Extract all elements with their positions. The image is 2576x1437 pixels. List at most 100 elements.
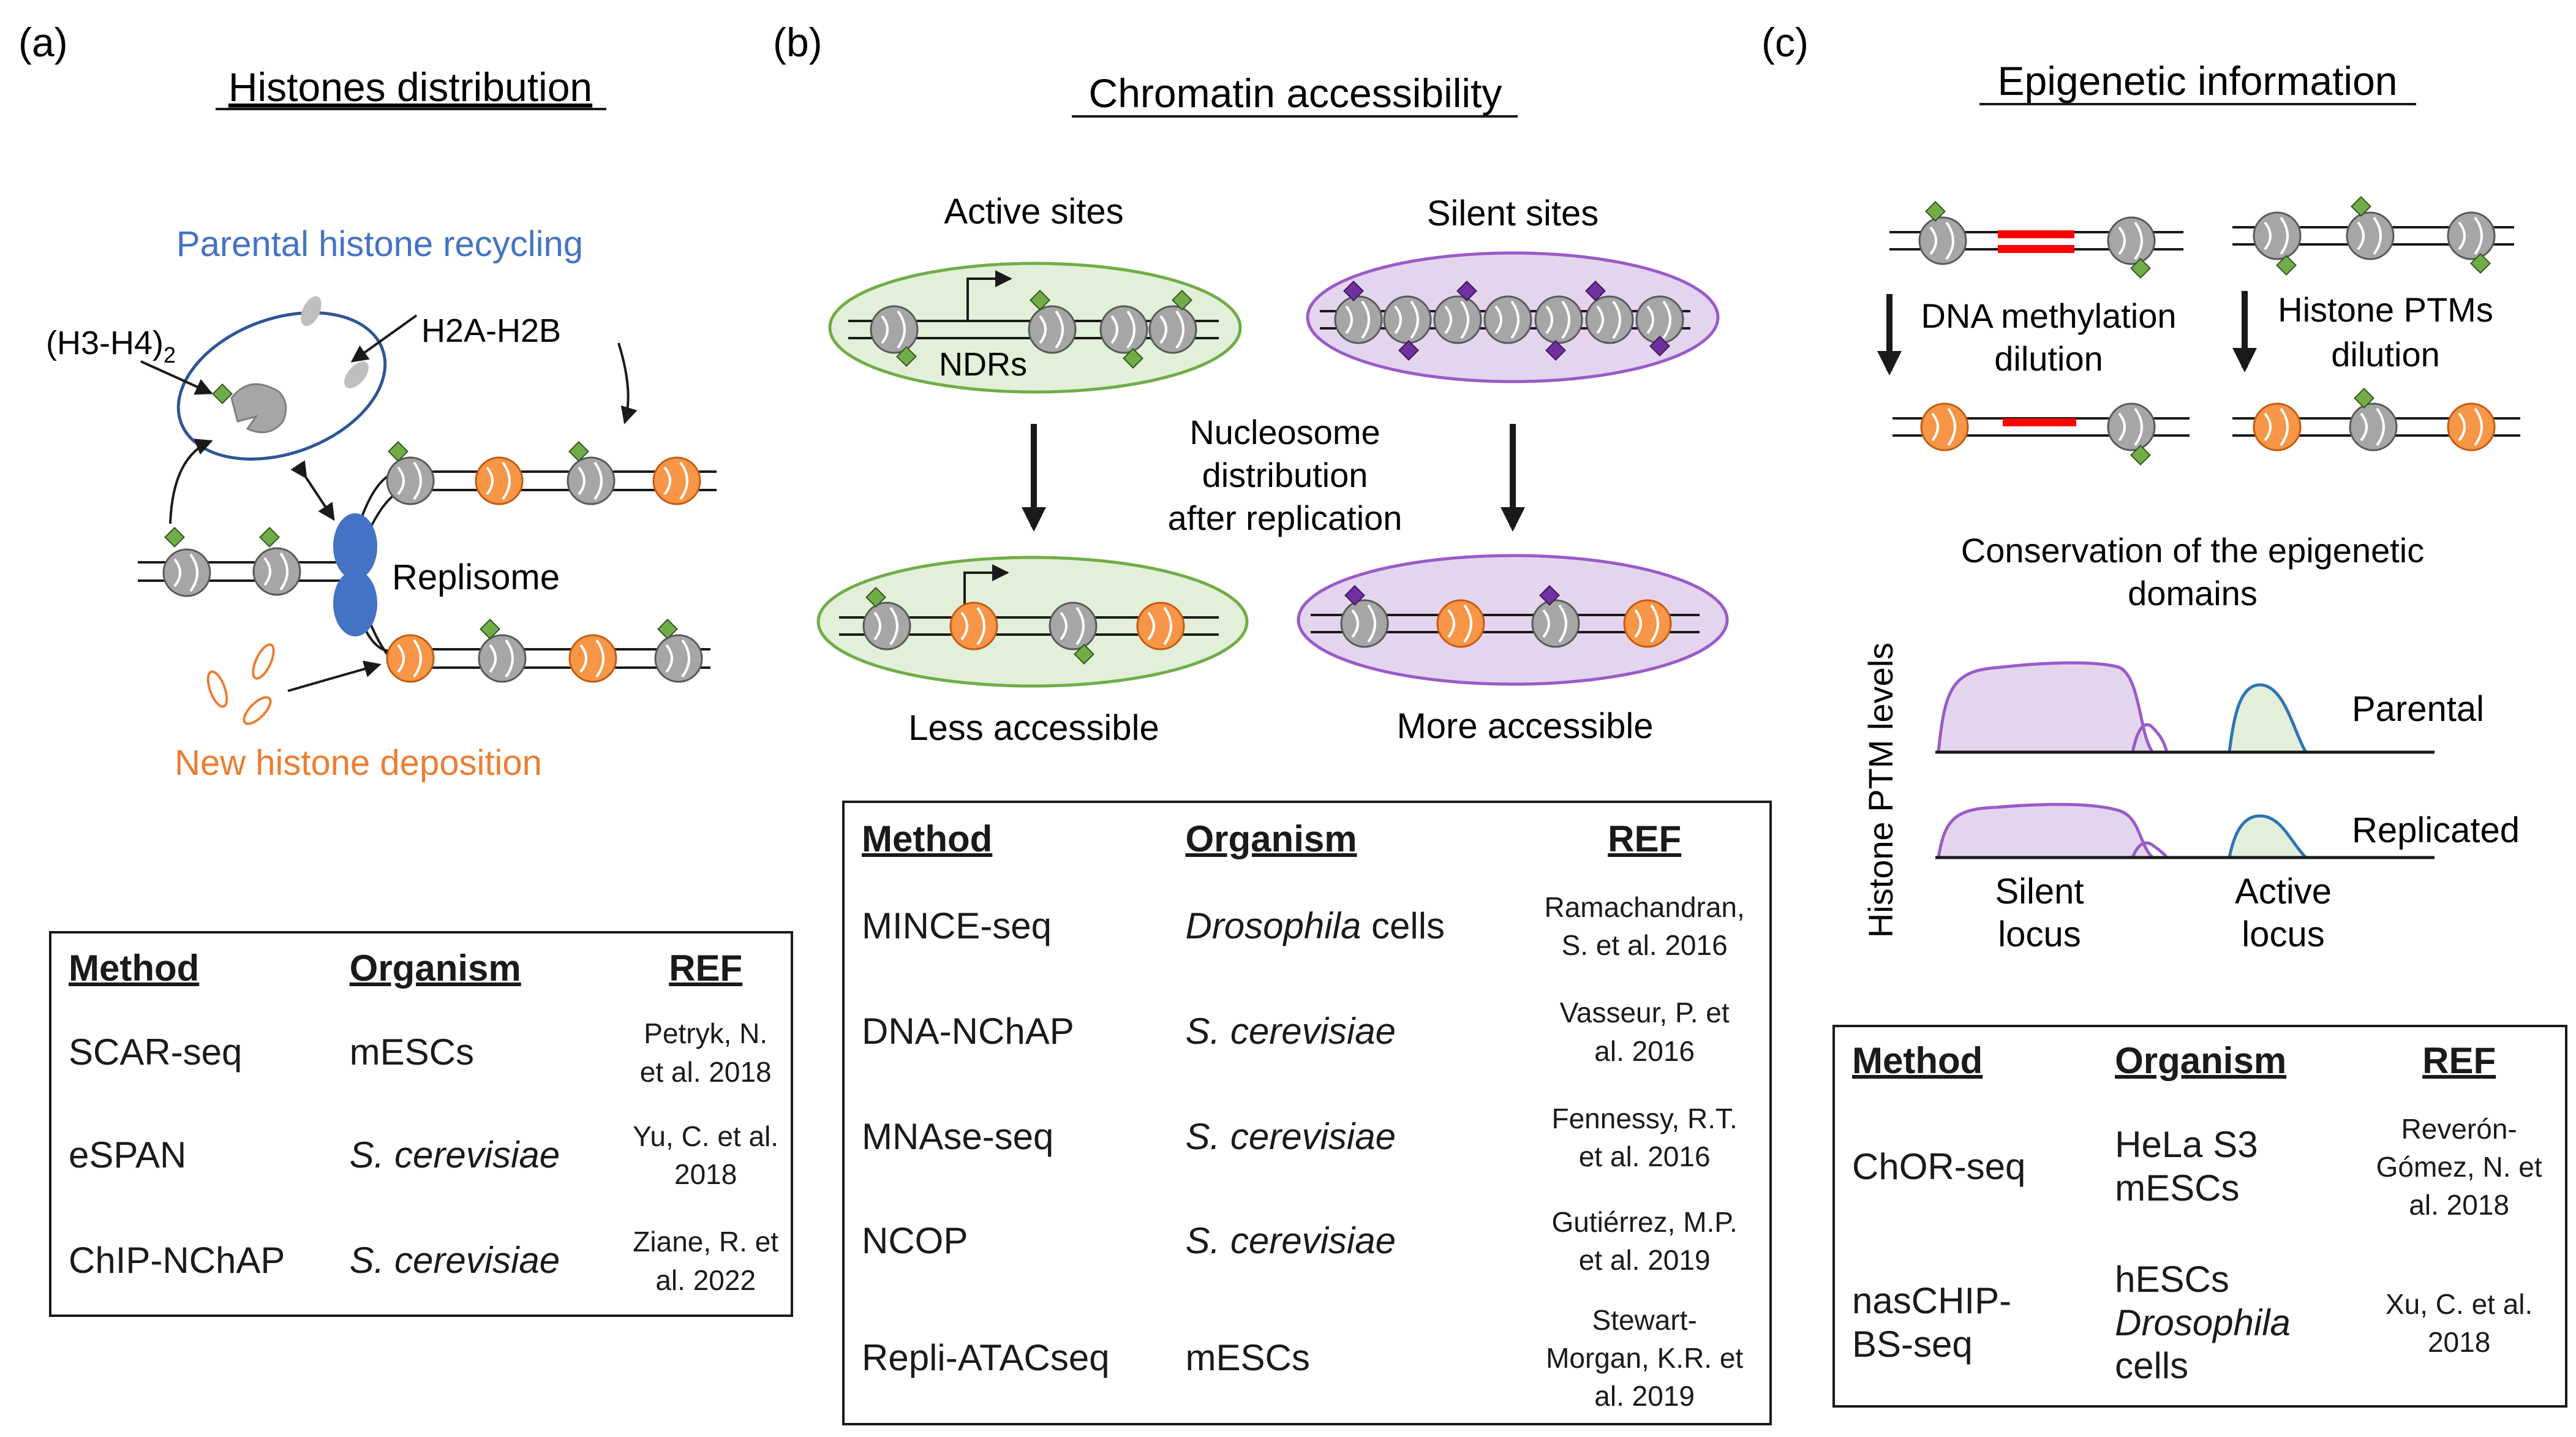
new-nucleosome — [652, 456, 701, 505]
nucleosome-label-1: Nucleosome — [1189, 413, 1380, 451]
parental-silent-domain — [1937, 661, 2156, 754]
header-organism: Organism — [2115, 1039, 2287, 1081]
parental-nucleosome — [1483, 295, 1532, 344]
nucleosome-label-3: after replication — [1168, 499, 1403, 537]
method-cell: MINCE-seq — [862, 905, 1052, 946]
active-locus-label-1: Active — [2235, 872, 2332, 911]
parental-nucleosome — [386, 456, 435, 505]
deposition-label: New histone deposition — [175, 743, 542, 783]
ref-cell: Xu, C. et al.2018 — [2385, 1288, 2533, 1358]
silent-sites-label: Silent sites — [1427, 194, 1599, 233]
tss-arrow-less — [963, 564, 1009, 616]
parental-nucleosome — [2107, 402, 2156, 451]
ptm-mark — [1074, 644, 1094, 665]
new-nucleosome — [386, 634, 435, 683]
methods-table-b: Method Organism REF MINCE-seq Drosophila… — [842, 801, 1772, 1425]
parental-nucleosome — [1531, 599, 1580, 648]
ref-cell: Fennessy, R.T.et al. 2016 — [1551, 1102, 1738, 1172]
new-nucleosome — [1920, 402, 1969, 451]
conservation-label-2: domains — [2128, 574, 2258, 613]
ref-cell: Gutiérrez, M.P.et al. 2019 — [1551, 1206, 1738, 1277]
new-nucleosome — [1136, 602, 1185, 651]
parental-nucleosome — [1334, 295, 1383, 344]
parental-label: Parental — [2352, 689, 2484, 729]
table-row: eSPAN S. cerevisiae Yu, C. et al.2018 — [51, 1103, 791, 1207]
panel-c-title: Epigenetic information — [1997, 58, 2397, 104]
organism-cell: S. cerevisiae — [1185, 1011, 1396, 1052]
method-cell: Repli-ATACseq — [862, 1337, 1110, 1378]
h2a-h2b-dimer-icon — [344, 361, 369, 388]
panel-b-letter: (b) — [773, 20, 823, 65]
replisome-icon — [333, 513, 377, 579]
panel-a-nucleosomes — [162, 441, 703, 683]
new-nucleosome — [1623, 599, 1672, 648]
more-accessible-ellipse — [1297, 554, 1729, 686]
nucleosome-label-2: distribution — [1202, 456, 1368, 494]
panel-b-nucleosomes — [862, 281, 1684, 665]
ptm-mark — [657, 619, 678, 639]
silent-locus-label-1: Silent — [1995, 872, 2084, 911]
ptm-dilution-label-1: Histone PTMs — [2278, 290, 2493, 329]
panel-c: (c) Epigenetic information DNA methylati… — [1761, 20, 2520, 954]
ref-cell: Yu, C. et al.2018 — [633, 1120, 779, 1190]
parental-nucleosome — [478, 634, 527, 683]
dna-methylation-label-2: dilution — [1994, 339, 2103, 378]
methylation-mark — [1998, 245, 2074, 253]
ptm-mark — [259, 527, 280, 548]
organism-cell: S. cerevisiae — [1185, 1116, 1396, 1158]
methylation-mark — [2003, 418, 2076, 426]
replicated-silent-tail — [2131, 841, 2168, 859]
organism-cell: Drosophila cells — [1185, 905, 1445, 946]
new-nucleosome — [568, 634, 617, 683]
organism-cell: mESCs — [1185, 1337, 1310, 1378]
method-cell: MNAse-seq — [862, 1116, 1054, 1158]
deposition-arrow — [287, 660, 382, 692]
methylation-mark — [1998, 230, 2074, 238]
parental-nucleosome — [1383, 295, 1432, 344]
table-row: SCAR-seq mESCs Petryk, N.et al. 2018 — [51, 1002, 791, 1103]
panel-a: (a) Histones distribution Parental histo… — [18, 20, 717, 783]
active-sites-label: Active sites — [944, 192, 1123, 232]
new-nucleosome — [2447, 402, 2496, 451]
header-method: Method — [862, 818, 993, 859]
panel-c-nucleosomes — [1918, 196, 2496, 466]
new-histone-icon — [206, 670, 228, 708]
ptm-mark — [1539, 585, 1560, 606]
method-cell: eSPAN — [69, 1134, 187, 1175]
parental-histone-pool — [176, 311, 387, 461]
parental-nucleosome — [1049, 602, 1098, 651]
replicated-active-domain — [2227, 814, 2310, 859]
header-method: Method — [69, 947, 200, 989]
header-ref: REF — [1608, 818, 1682, 859]
organism-cell: mESCs — [349, 1032, 475, 1073]
ptm-mark — [2130, 258, 2151, 279]
replisome-label: Replisome — [392, 557, 560, 597]
ref-cell: Ramachandran,S. et al. 2016 — [1544, 891, 1745, 962]
ptm-mark — [388, 441, 409, 462]
method-cell: SCAR-seq — [69, 1032, 243, 1073]
less-accessible-label: Less accessible — [908, 708, 1159, 748]
h3h4-tetramer-icon — [230, 383, 287, 434]
header-organism: Organism — [349, 947, 521, 989]
ptm-mark — [568, 441, 589, 462]
header-method: Method — [1852, 1039, 1983, 1081]
parental-nucleosome — [1433, 295, 1482, 344]
parental-silent-tail — [2131, 723, 2169, 753]
table-row: Repli-ATACseq mESCs Stewart-Morgan, K.R.… — [845, 1293, 1769, 1423]
parental-nucleosome — [1918, 216, 1967, 265]
parental-nucleosome — [1534, 295, 1583, 344]
h3h4-pointer-arrow — [140, 360, 213, 395]
replicated-silent-domain — [1937, 802, 2157, 859]
organism-cell: S. cerevisiae — [349, 1240, 560, 1281]
ptm-mark — [212, 383, 233, 404]
parental-nucleosome — [162, 548, 211, 597]
active-locus-label-2: locus — [2242, 915, 2324, 954]
table-row: MNAse-seq S. cerevisiae Fennessy, R.T.et… — [845, 1085, 1769, 1190]
ptm-mark — [1123, 348, 1143, 369]
table-row: NCOP S. cerevisiae Gutiérrez, M.P.et al.… — [845, 1190, 1769, 1294]
